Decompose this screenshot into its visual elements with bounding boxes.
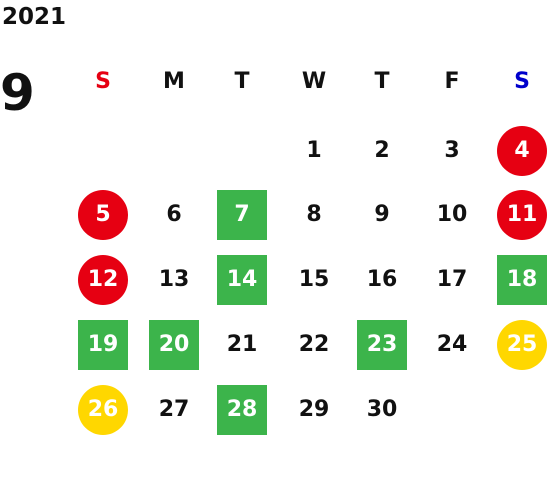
weekday-header-wed: W	[301, 69, 327, 94]
calendar-day-6[interactable]: 6	[166, 202, 182, 227]
calendar-day-23[interactable]: 23	[357, 320, 407, 370]
calendar-day-26[interactable]: 26	[78, 385, 128, 435]
calendar-day-14[interactable]: 14	[217, 255, 267, 305]
calendar-day-18[interactable]: 18	[497, 255, 547, 305]
calendar-day-9[interactable]: 9	[374, 202, 390, 227]
calendar-day-25[interactable]: 25	[497, 320, 547, 370]
weekday-header-sun: S	[95, 69, 111, 94]
calendar-year: 2021	[2, 4, 67, 30]
calendar-day-24[interactable]: 24	[436, 332, 468, 357]
calendar-day-15[interactable]: 15	[298, 267, 330, 292]
calendar-day-21[interactable]: 21	[226, 332, 258, 357]
calendar-day-29[interactable]: 29	[298, 397, 330, 422]
calendar-day-12[interactable]: 12	[78, 255, 128, 305]
calendar-day-28[interactable]: 28	[217, 385, 267, 435]
calendar-day-11[interactable]: 11	[497, 190, 547, 240]
calendar-day-19[interactable]: 19	[78, 320, 128, 370]
weekday-header-thu: T	[374, 69, 390, 94]
calendar-day-17[interactable]: 17	[436, 267, 468, 292]
weekday-header-tue: T	[234, 69, 250, 94]
calendar-day-22[interactable]: 22	[298, 332, 330, 357]
calendar-month: 9	[0, 64, 35, 122]
calendar-day-13[interactable]: 13	[158, 267, 190, 292]
calendar-day-5[interactable]: 5	[78, 190, 128, 240]
weekday-header-mon: M	[163, 69, 185, 94]
calendar-day-4[interactable]: 4	[497, 126, 547, 176]
calendar-day-1[interactable]: 1	[306, 138, 322, 163]
weekday-header-sat: S	[514, 69, 530, 94]
calendar-day-2[interactable]: 2	[374, 138, 390, 163]
calendar-day-7[interactable]: 7	[217, 190, 267, 240]
calendar-day-3[interactable]: 3	[444, 138, 460, 163]
calendar-day-10[interactable]: 10	[436, 202, 468, 227]
calendar-day-27[interactable]: 27	[158, 397, 190, 422]
calendar-day-30[interactable]: 30	[366, 397, 398, 422]
calendar-day-8[interactable]: 8	[306, 202, 322, 227]
calendar-day-20[interactable]: 20	[149, 320, 199, 370]
calendar-day-16[interactable]: 16	[366, 267, 398, 292]
weekday-header-fri: F	[444, 69, 460, 94]
